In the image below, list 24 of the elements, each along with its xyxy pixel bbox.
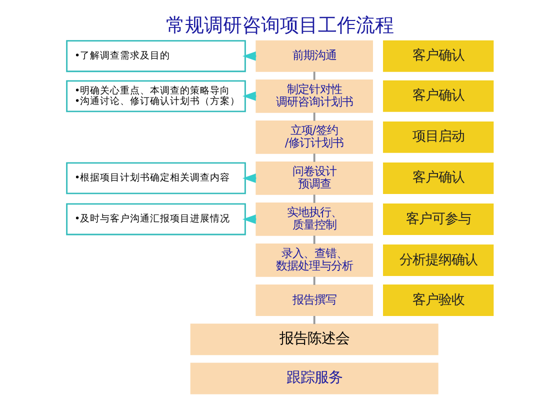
connector	[313, 72, 316, 80]
connector	[313, 154, 316, 162]
node-box: •了解调查需求及目的	[66, 40, 246, 72]
node-box: 客户确认	[383, 80, 494, 112]
node-box: •明确关心重点、本调查的策略导向 •沟通讨论、修订确认计划书（方案）	[66, 80, 246, 112]
connector	[313, 112, 316, 121]
node-box: 跟踪服务	[190, 362, 438, 394]
node-box: 报告陈述会	[190, 324, 438, 356]
node-box: 分析提纲确认	[383, 244, 494, 276]
node-box: •及时与客户沟通汇报项目进展情况	[66, 203, 246, 236]
node-box: 项目启动	[383, 121, 494, 153]
node-box: 客户确认	[383, 40, 494, 72]
connector	[313, 194, 316, 203]
diagram-title: 常规调研咨询项目工作流程	[166, 14, 394, 36]
node-box: 客户确认	[383, 162, 494, 194]
connector	[313, 316, 316, 324]
node-box: •根据项目计划书确定相关调查内容	[66, 162, 246, 194]
connector	[313, 236, 316, 244]
connector	[313, 276, 316, 285]
node-box: 录入、查错、数据处理与分析	[256, 244, 373, 277]
node-box: 客户验收	[383, 284, 494, 316]
node-box: 立项/签约/修订计划书	[256, 120, 373, 154]
node-box: 报告撰写	[256, 284, 373, 316]
node-box: 客户可参与	[383, 203, 494, 235]
